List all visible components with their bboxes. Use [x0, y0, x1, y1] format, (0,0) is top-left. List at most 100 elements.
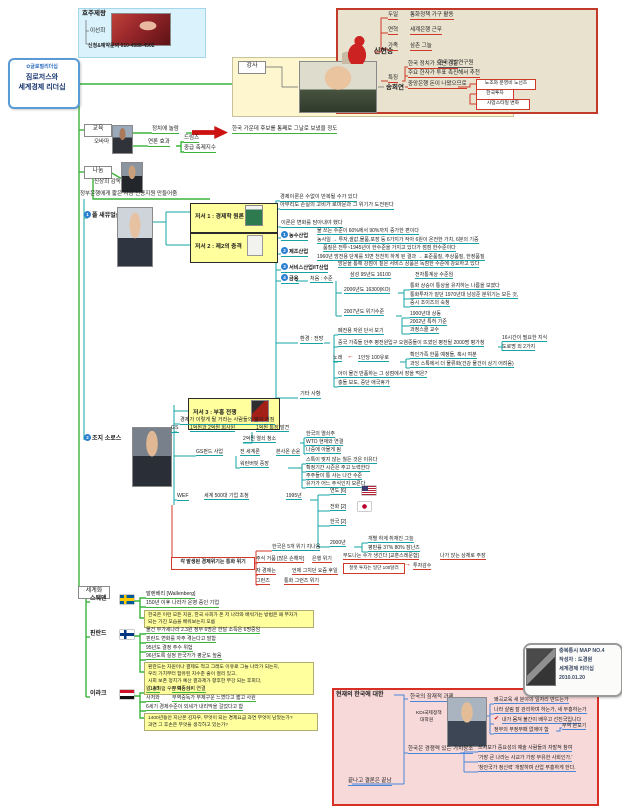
gs-fund-n2[interactable]: 본사온 손윤	[276, 449, 301, 457]
memo-line2[interactable]: 작성자 : 도경원	[559, 657, 593, 663]
gs-n3-s1[interactable]: 한국의 열쇠주	[306, 431, 335, 439]
wef-key[interactable]: WEF	[177, 493, 189, 501]
crisis-r1a[interactable]: 주식 거품 [많은 손해자]	[256, 556, 305, 564]
intro-name[interactable]: 이선희	[90, 28, 106, 34]
gs-n3[interactable]: 2억뭔 열쇠 청소	[243, 436, 277, 444]
obama-name[interactable]: 오바마	[94, 139, 110, 145]
env-n2[interactable]: 중국 가족들 안주 평전원입구 오염중들이 뜨였던 평전될 2000명 평가청	[338, 340, 485, 348]
finance-2007[interactable]: 2007년도 위기수준	[344, 309, 385, 317]
iraq-n1b[interactable]: 무역중심지 연결	[172, 686, 206, 694]
wef-n1[interactable]: 세계 500대 기업 초청	[204, 493, 249, 501]
finland-label[interactable]: 핀란드	[90, 631, 107, 637]
root-title-line1[interactable]: 짐로저스와	[25, 74, 59, 81]
korea-task[interactable]: 한국의 잠재적 과제	[410, 694, 454, 702]
industry2-note2[interactable]: 1960년 방전용 단계를 되면 천천히 하게 된 결과 → 표준품질, 주상품…	[317, 254, 485, 262]
left-arrow-icon[interactable]: ←	[347, 353, 354, 360]
profile-row4-key[interactable]: 특징	[388, 75, 399, 83]
sweden-label[interactable]: 스웨덴	[90, 596, 107, 602]
sweden-n2[interactable]: 150년 이후 나라가 운영 중인 기업	[146, 600, 220, 608]
korea-q2[interactable]: 나라 살림 잘 관리하며 하는가, 새 부흥하는가	[494, 707, 587, 715]
edu-politics-note[interactable]: 한국 가운데 후보를 통째로 그날로 보냈을 정도	[232, 126, 338, 134]
korea-q4[interactable]: 정부의 부정부패 없애야 함	[494, 727, 549, 735]
edu-media-item2[interactable]: 중급 축제지수	[184, 145, 216, 153]
finance-2006-n2[interactable]: 통화투자가 짙던 1970년대 남성준 분위기는 모든 것,	[410, 292, 519, 300]
iraq-label[interactable]: 이라크	[90, 691, 107, 697]
wef-2000-n2[interactable]: 평판률 37% 80% 잠난즈	[368, 545, 420, 553]
check-icon[interactable]: ✔	[494, 716, 500, 722]
iraq-n3[interactable]: 6세기 경제수준이 외세가 내리막을 걸었다고 함	[146, 704, 244, 712]
profile-feat1[interactable]: 한국 정치가 되면 김문	[408, 61, 459, 69]
finland-n1[interactable]: 물건 부가세나라 2.3원 정부 6명은 한달 소득은 6명중임	[146, 627, 261, 635]
memo-line4[interactable]: 2010.01.20	[559, 675, 585, 681]
finance-2006[interactable]: 2006년도 16300(KO)	[344, 287, 391, 295]
industry1-note1[interactable]: 물 쓰는 수준이 60%에서 90%까지 증가한 편이다	[317, 228, 419, 236]
env-n1[interactable]: 폐전용 자원 단서 보기	[338, 328, 384, 336]
crisis-sub-val[interactable]: 투자감수	[413, 563, 432, 571]
crisis-r1d[interactable]: 나가 앉는 상체로 주장	[440, 553, 486, 561]
intro-title[interactable]: 호주제왕	[82, 10, 106, 17]
buffett-n2[interactable]: 확정기간 시즌은 주고 노력한다	[306, 465, 370, 473]
edu-media-item1[interactable]: 드림즈	[184, 135, 200, 143]
korea-q3[interactable]: 내가 몸져 불간이 배우고 선진국입니다	[502, 717, 582, 725]
korea-q1[interactable]: 왜곡교육 새 분야의 일자리 만드는가	[494, 697, 569, 705]
book3-note[interactable]: 경제가 이렇게 될 거라는 사람들의 말이 커짐	[180, 417, 275, 425]
crisis-r1c[interactable]: 부도나는 수가 생긴다 [교훈스레문합]	[343, 553, 419, 561]
finance-2006-n3[interactable]: 증시 조이즈의 숙청	[410, 300, 450, 308]
gs-fund-n1[interactable]: 전 세계론	[240, 449, 260, 457]
buffett-n3[interactable]: 주주들이 통 사는 나간 수준	[306, 473, 363, 481]
gs-key[interactable]: GS	[171, 425, 179, 433]
crisis-r2b[interactable]: 언제 그치던 요즘 후일	[292, 568, 338, 576]
lecturer-org[interactable]: 한국개발연구원	[438, 60, 474, 68]
finance-2007-n3[interactable]: 과정스쿨 교수	[410, 327, 439, 335]
korea-p1[interactable]: 쓰시보가 중요성의 예술 사람들의 자발적 참여	[478, 745, 573, 753]
red-arrow-icon[interactable]: →	[404, 561, 411, 568]
profile-row2-key[interactable]: 연혁	[388, 27, 399, 35]
finland-n4[interactable]: 96년도록 실정 한국가가 평균도 높음	[146, 653, 222, 661]
gs-fund[interactable]: GS펀드 사업	[196, 449, 224, 457]
iraq-note[interactable]: 1400년동안 지난온 김자우, 무엇이 되는 경제요금 과연 무엇이 남았는가…	[144, 713, 318, 732]
iraq-n2a[interactable]: 사저와	[146, 695, 160, 703]
finance-2007-n2[interactable]: 2002년 특허 기준	[410, 319, 447, 327]
gs-n3-s2[interactable]: WTO 현재와 연결	[306, 439, 344, 447]
lecturer-label[interactable]: 강사	[238, 61, 266, 74]
korea-title[interactable]: 현재의 한국에 대한	[336, 692, 384, 698]
iraq-n2b[interactable]: 무역중독가 부제구운 느꼈다고 짧고 사원	[172, 695, 256, 703]
book1-note2[interactable]: 아무리도 손실의 고비가 로마문과 그 위기가 도전된다	[280, 202, 394, 210]
memo-line3[interactable]: 세계경제 리더십	[559, 666, 594, 672]
profile-feat3[interactable]: 중앙은행 돈이 나왔으므로	[408, 81, 467, 89]
etc-header[interactable]: 기타 사항	[300, 391, 321, 399]
industry3-note[interactable]: 방문을 통해 강점이 짙은 서비스 상품은 독점한 수준에 강요하고 있다	[338, 261, 480, 269]
korea-power[interactable]: 한국은 경쟁력 있는 가치창조	[408, 746, 474, 754]
theory-header[interactable]: 이론은 변화를 담아내야 했다	[281, 220, 343, 228]
finance-2007-n1[interactable]: 1900년대 상동	[410, 311, 441, 319]
finland-n2[interactable]: 핀란드 변화를 자주 겪는다고 말함	[146, 636, 216, 644]
sweden-n1[interactable]: 발렌베리 [Wallenberg]	[146, 591, 196, 599]
profile-feat2[interactable]: 주요 한자가 투표 촉진해서 추천	[408, 70, 480, 78]
wef-2000-n1[interactable]: 개별 하계 취재진 그늘	[368, 536, 414, 544]
env-n2-s2[interactable]: 도로명 외 2가지	[502, 344, 536, 352]
edu-media[interactable]: 연론 효과	[148, 139, 170, 147]
wef-jp[interactable]: 전화 [2]	[330, 504, 347, 512]
env-euro-n1[interactable]: 확인가족 한품 예정들, 혹시 여분	[410, 352, 477, 360]
root-title-line2[interactable]: 세계경제 리더십	[18, 84, 66, 91]
korea-end[interactable]: 끝나고 결론은 끝남	[348, 778, 392, 786]
wef-2000[interactable]: 2000년	[330, 540, 346, 548]
env-euro[interactable]: 1인당 100유로	[358, 355, 389, 363]
finance-first[interactable]: 처음 : 수준	[310, 276, 333, 284]
profile-row2-val[interactable]: 세계은행 근무	[410, 27, 442, 35]
lecturer-name[interactable]: 송희연	[386, 84, 404, 91]
finland-n3[interactable]: 95년도 결정 주수 위험	[146, 645, 193, 653]
iraq-n1a[interactable]: 원나라	[146, 686, 160, 694]
crisis-r2a[interactable]: 자 경제는	[256, 568, 276, 576]
buffett-n1[interactable]: 스톡이 맞지 않는 월든 것은 이유다	[306, 457, 378, 465]
intro-phone[interactable]: 신청&예약문의 010-4588-4502	[88, 43, 155, 49]
root-node[interactable]	[8, 58, 80, 109]
crisis-top[interactable]: 한국은 5개 위기 지나옴	[272, 544, 321, 552]
edu-politics[interactable]: 정치에 놀람	[152, 126, 179, 134]
env-n2-s1[interactable]: 16시간이 필요한 지식	[502, 335, 548, 343]
